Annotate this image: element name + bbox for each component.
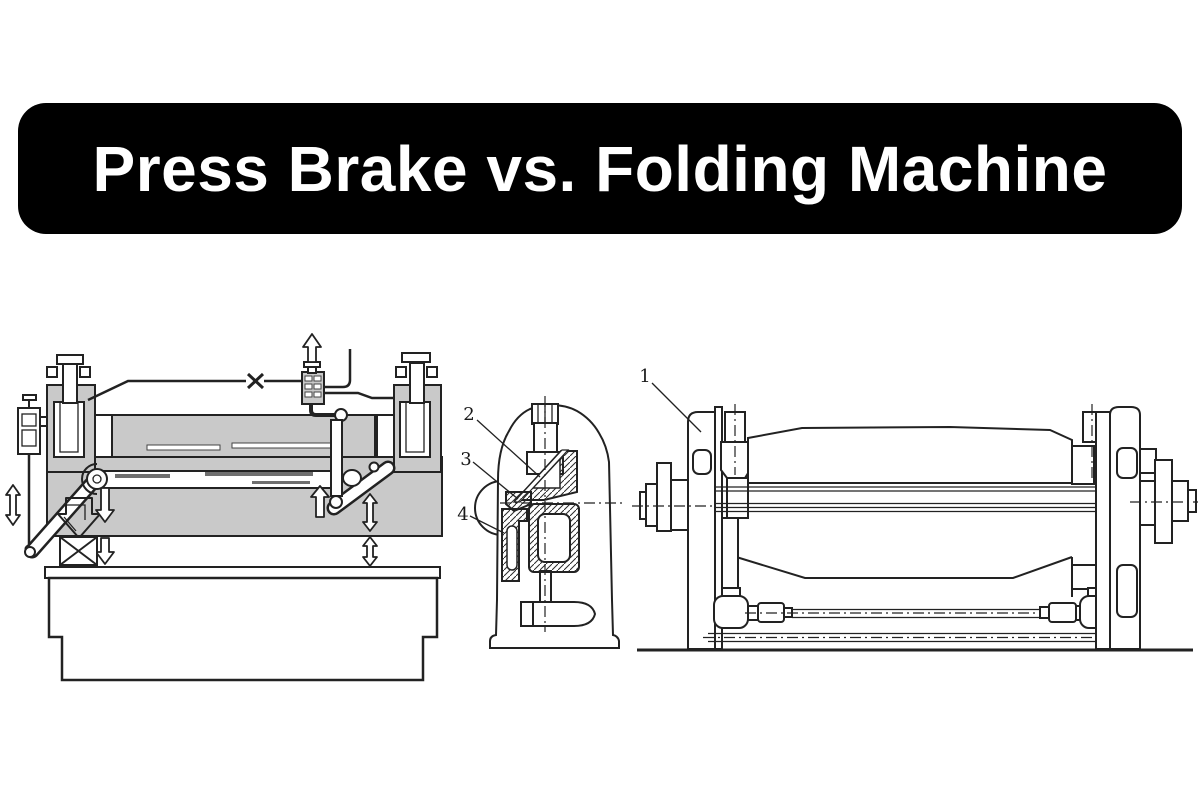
press-brake-schematic xyxy=(5,333,443,682)
leader-3 xyxy=(472,461,519,500)
tie-rod xyxy=(703,587,1116,643)
double-arrow-far-left xyxy=(5,484,21,526)
centerlines xyxy=(500,396,625,632)
down-arrow-upper xyxy=(95,487,115,523)
handwheel-right xyxy=(1139,448,1197,544)
page-title: Press Brake vs. Folding Machine xyxy=(92,132,1108,205)
label-4: 4 xyxy=(457,504,468,525)
title-banner: Press Brake vs. Folding Machine xyxy=(18,103,1182,234)
folding-beam-bottom xyxy=(721,517,1097,598)
hook-pipe xyxy=(324,349,352,389)
clamping-mechanism xyxy=(501,403,580,582)
big-down-arrow xyxy=(57,497,101,539)
label-1: 1 xyxy=(639,366,650,387)
elbow-left xyxy=(713,595,749,629)
clamping-beam-top xyxy=(747,425,1073,484)
leader-1 xyxy=(651,382,702,433)
up-arrow-valve xyxy=(302,333,322,363)
folding-machine-side-view: 2 3 4 xyxy=(457,396,625,649)
up-arrow-center xyxy=(310,485,330,518)
end-frame-right xyxy=(1071,404,1198,650)
label-2: 2 xyxy=(463,404,474,425)
label-3: 3 xyxy=(460,449,471,470)
hold-down-bolt-left xyxy=(46,354,91,404)
folding-machine-front-view: 1 xyxy=(632,366,1198,652)
leader-2 xyxy=(476,419,541,478)
turnbuckle-right xyxy=(1048,602,1077,623)
clamp-nose-section xyxy=(505,491,532,513)
leader-4 xyxy=(469,515,505,534)
torsion-bar-linkage xyxy=(24,419,396,559)
pivot-clamp xyxy=(81,463,98,495)
down-arrow-lower xyxy=(95,537,115,565)
die-cross-box xyxy=(59,536,98,566)
table-rails xyxy=(714,486,1118,513)
cylinder-rod xyxy=(330,419,343,497)
double-arrow-right-upper xyxy=(362,493,378,532)
part-label-group-1: 1 xyxy=(639,366,702,433)
motion-arrows xyxy=(5,333,378,567)
hold-down-bolt-right xyxy=(395,352,438,404)
handwheel-left xyxy=(639,462,689,532)
hydraulic-pipes xyxy=(87,349,394,422)
part-labels: 2 3 4 xyxy=(457,404,541,534)
double-arrow-right-lower xyxy=(362,536,378,567)
control-valve-center xyxy=(301,361,325,405)
counterweight xyxy=(520,601,597,627)
end-frame-left xyxy=(632,404,751,650)
work-table xyxy=(44,566,441,682)
